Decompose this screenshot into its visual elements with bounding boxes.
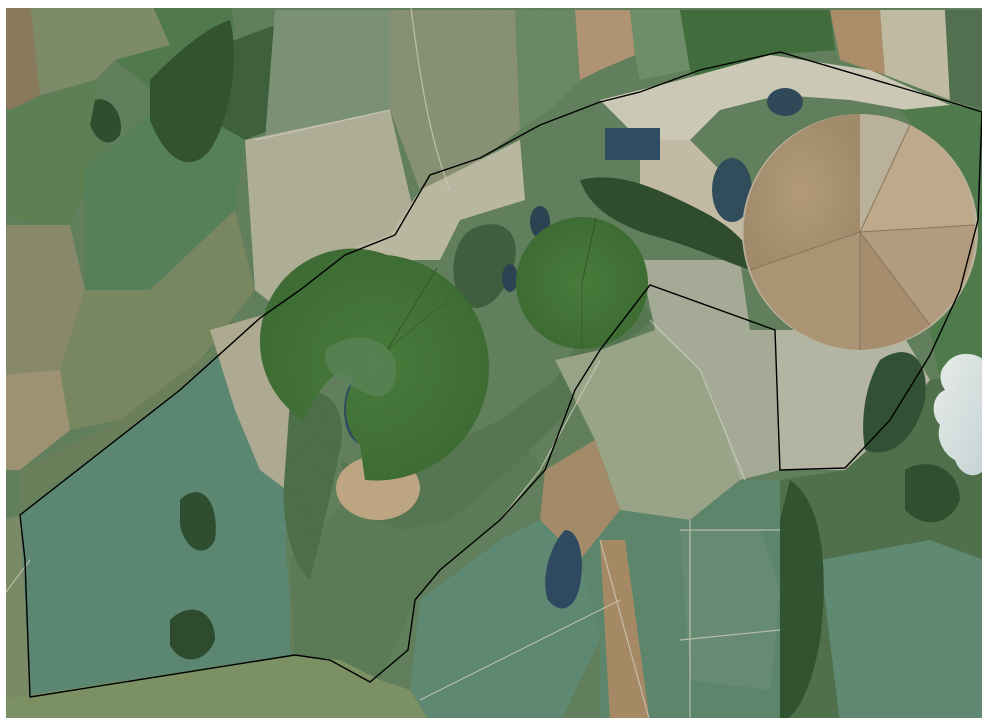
image-border-bottom xyxy=(0,718,984,722)
area-boundary-outline xyxy=(19,51,983,698)
image-border-right xyxy=(982,0,984,722)
image-border-left xyxy=(0,0,6,722)
image-border-top xyxy=(0,0,984,8)
